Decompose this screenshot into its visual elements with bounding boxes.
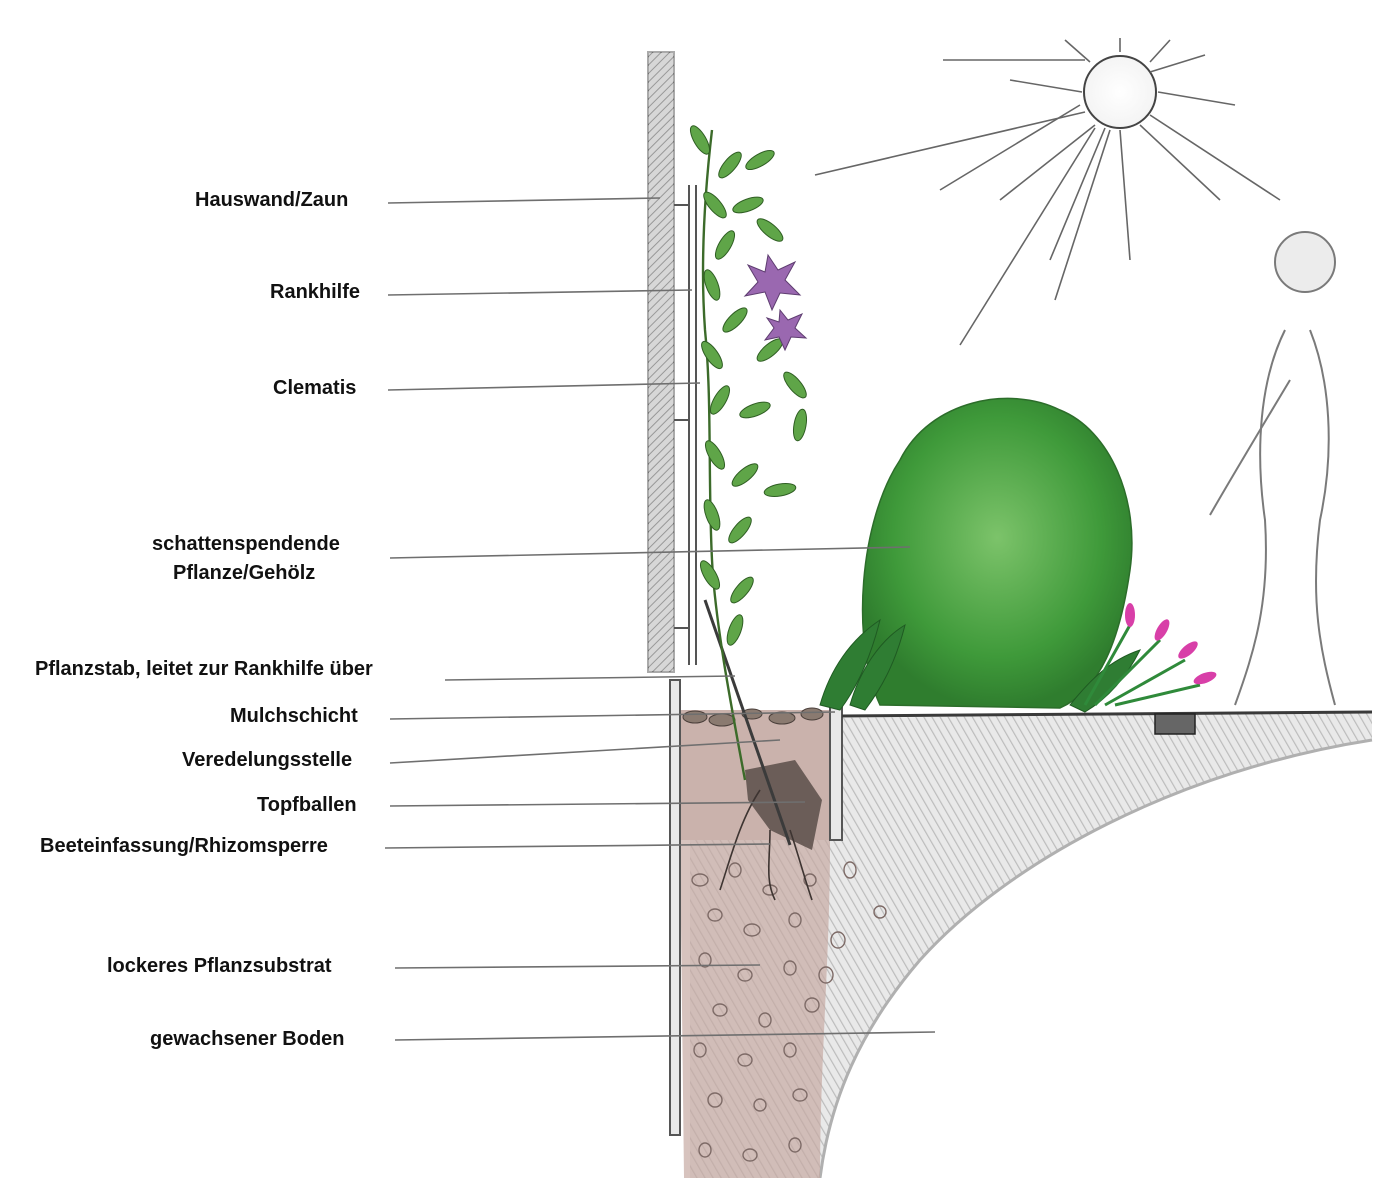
- substrate-pebbles: [691, 861, 887, 1162]
- mulch-layer: [682, 707, 824, 727]
- label-clematis: Clematis: [273, 377, 357, 399]
- flowering-perennial: [1083, 603, 1217, 707]
- person: [1209, 231, 1336, 706]
- ground-surface: [841, 710, 1373, 735]
- label-trellis: Rankhilfe: [270, 281, 361, 303]
- label-graft: Veredelungsstelle: [182, 749, 353, 771]
- trellis: [674, 185, 697, 665]
- clematis-flowers: [743, 253, 808, 352]
- label-substrate: lockeres Pflanzsubstrat: [107, 955, 332, 977]
- shade-shrub: [819, 397, 1141, 713]
- house-wall: [647, 51, 675, 673]
- label-bed-edging: Beeteinfassung/Rhizomsperre: [40, 835, 328, 857]
- label-house-wall: Hauswand/Zaun: [195, 189, 349, 211]
- label-root-ball: Topfballen: [257, 794, 357, 816]
- plant-stake: [703, 599, 792, 846]
- ground-mound: [690, 712, 1373, 1178]
- label-native-soil: gewachsener Boden: [150, 1028, 345, 1050]
- root-ball: [719, 760, 822, 901]
- label-shade-plant-line1: schattenspendende: [152, 533, 340, 555]
- leader-lines: [384, 197, 936, 1041]
- label-shade-plant-line2: Pflanze/Gehölz: [173, 562, 316, 584]
- label-mulch: Mulchschicht: [230, 705, 358, 727]
- sun: [814, 38, 1281, 346]
- clematis: [689, 125, 808, 781]
- label-plant-stake: Pflanzstab, leitet zur Rankhilfe über: [35, 658, 373, 680]
